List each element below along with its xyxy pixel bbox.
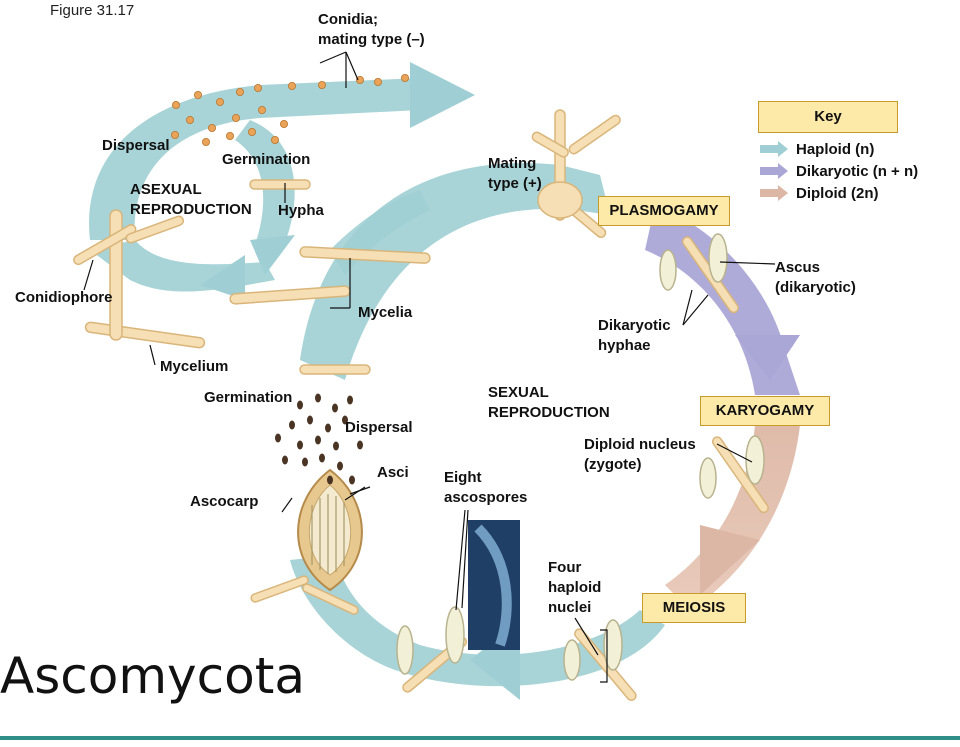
asexual-reproduction-label: ASEXUAL REPRODUCTION (130, 181, 252, 218)
haploid-key-arrow-icon (760, 141, 788, 157)
asexual-arrow-top (89, 78, 421, 240)
slide-title: Ascomycota (0, 647, 305, 705)
figure-label: Figure 31.17 (50, 2, 135, 19)
conidium-dot (215, 98, 224, 107)
asci-label: Asci (377, 464, 409, 481)
mating-type-label: Mating type (+) (488, 155, 542, 192)
ascospore-dot (327, 475, 333, 485)
meiosis-box: MEIOSIS (642, 593, 746, 623)
plasmogamy-box: PLASMOGAMY (598, 196, 730, 226)
conidia-dots (170, 74, 409, 146)
ascospore-micrograph (468, 520, 520, 650)
bottom-divider (0, 736, 960, 740)
ascospore-dot (319, 453, 325, 463)
karyogamy-box: KARYOGAMY (700, 396, 830, 426)
dikaryotic-hyphae-label: Dikaryotic hyphae (598, 317, 671, 354)
ascospore-dot (347, 395, 353, 405)
conidium-dot (270, 135, 279, 144)
eight-ascospores-label: Eight ascospores (444, 469, 528, 506)
ascospore-dot (289, 420, 295, 430)
hypha-label: Hypha (278, 202, 324, 219)
mycelia-label: Mycelia (358, 304, 413, 321)
conidium-dot (225, 131, 234, 140)
ascocarp-label: Ascocarp (190, 493, 259, 510)
asci-cells (396, 233, 765, 681)
mating-knot (537, 181, 583, 219)
conidium-dot (287, 82, 296, 91)
conidium-dot (201, 137, 210, 146)
ascospore-dot (332, 403, 338, 413)
germination-bottom-label: Germination (204, 389, 293, 406)
key-title: Key (758, 101, 898, 133)
conidium-dot (171, 101, 180, 110)
dikaryotic-arrowhead (735, 335, 800, 380)
conidium-dot (193, 91, 202, 100)
key-label-dikaryotic: Dikaryotic (n + n) (796, 162, 919, 180)
ascospore-dot (315, 393, 321, 403)
conidium-dot (185, 116, 194, 125)
key-label-diploid: Diploid (2n) (796, 184, 879, 202)
conidium-dot (247, 127, 256, 136)
ascospore-dot (297, 400, 303, 410)
dikaryotic-key-arrow-icon (760, 163, 788, 179)
conidium-dot (235, 88, 244, 97)
ascospore-dot (357, 440, 363, 450)
ascospore-dot (275, 433, 281, 443)
ascospore-dot (315, 435, 321, 445)
asexual-left-arrowhead (200, 255, 245, 300)
conidium-dot (170, 130, 179, 139)
sexual-reproduction-label: SEXUAL REPRODUCTION (488, 384, 610, 421)
conidium-dot (257, 106, 266, 115)
diploid-arrow (665, 425, 800, 610)
ascospore-dot (337, 461, 343, 471)
conidium-dot (231, 114, 240, 123)
conidium-dot (400, 74, 409, 83)
ascospore-dot (342, 415, 348, 425)
dispersal-bottom-label: Dispersal (345, 419, 413, 436)
conidium-dot (355, 76, 364, 85)
diploid-nucleus-label: Diploid nucleus (zygote) (584, 436, 696, 473)
conidium-dot (253, 84, 262, 93)
conidium-dot (207, 124, 216, 133)
conidiophore-label: Conidiophore (15, 289, 113, 306)
key-row-dikaryotic: Dikaryotic (n + n) (760, 161, 918, 181)
ascospore-dot (297, 440, 303, 450)
mycelium-label: Mycelium (160, 358, 229, 375)
conidium-dot (317, 81, 326, 90)
key-label-haploid: Haploid (n) (796, 140, 875, 158)
conidium-dot (279, 120, 288, 129)
ascospore-dot (349, 475, 355, 485)
ascospore-dots (275, 393, 363, 485)
key-row-haploid: Haploid (n) (760, 139, 874, 159)
ascospore-dot (333, 441, 339, 451)
four-haploid-nuclei-label: Four haploid nuclei (548, 559, 602, 616)
key-row-diploid: Diploid (2n) (760, 183, 879, 203)
ascus-label: Ascus (dikaryotic) (775, 259, 856, 296)
germination-top-label: Germination (222, 151, 311, 168)
ascospore-dot (307, 415, 313, 425)
conidium-dot (373, 78, 382, 87)
asexual-top-arrowhead (410, 62, 475, 128)
diploid-key-arrow-icon (760, 185, 788, 201)
hyphae-group (73, 109, 769, 701)
leader-lines (83, 51, 776, 683)
ascospore-dot (302, 457, 308, 467)
ascospore-dot (282, 455, 288, 465)
diploid-arrowhead (700, 525, 760, 595)
dispersal-top-label: Dispersal (102, 137, 170, 154)
ascospore-dot (325, 423, 331, 433)
conidia-label: Conidia; mating type (–) (318, 11, 425, 48)
